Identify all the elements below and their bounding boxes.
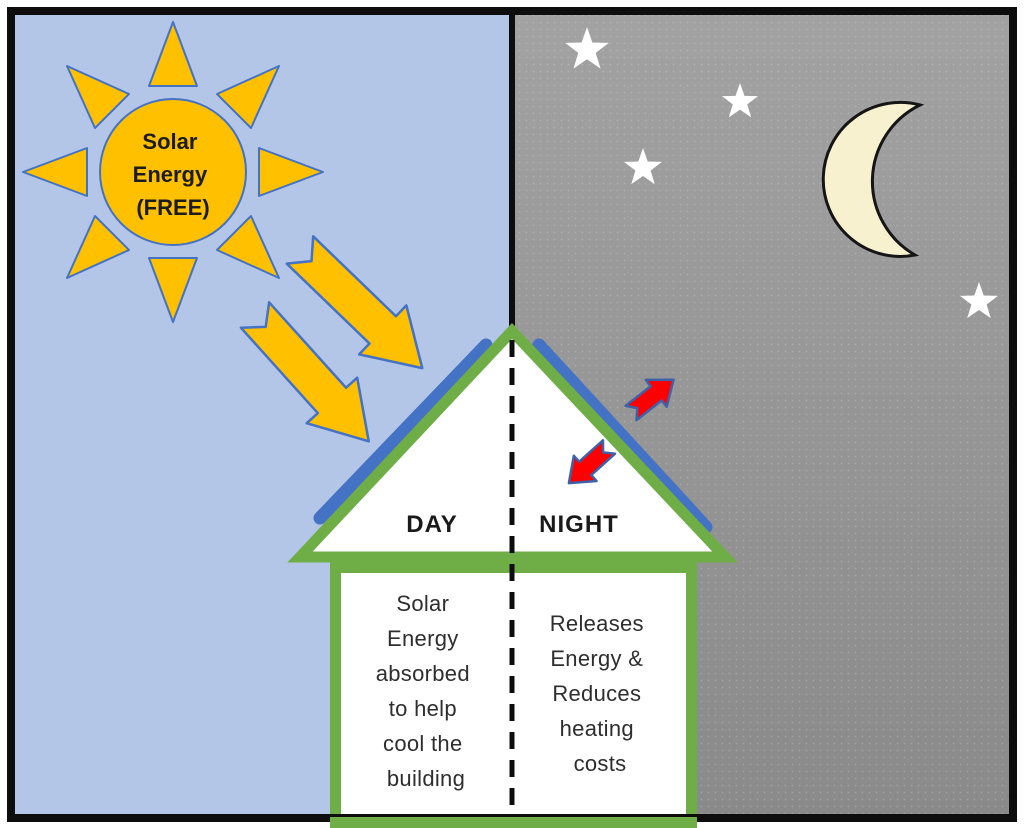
sun-ray [216, 215, 280, 279]
day-description: Solar Energy absorbed to help cool the b… [376, 591, 477, 791]
sun-ray [148, 257, 198, 323]
moon-icon [821, 100, 925, 258]
night-description-line: costs [574, 751, 627, 776]
sun-ray [66, 215, 130, 279]
sun-label-line: Solar [142, 129, 197, 154]
day-description-line: Energy [387, 626, 459, 651]
sun-label-line: (FREE) [136, 195, 209, 220]
day-description-line: to help [389, 696, 457, 721]
sun-ray [258, 147, 324, 197]
solar-energy-arrow [239, 301, 371, 443]
sun-ray [66, 65, 130, 129]
night-label: NIGHT [539, 511, 619, 538]
day-description-line: Solar [396, 591, 449, 616]
sun-label: Solar Energy (FREE) [133, 129, 214, 220]
solar-energy-arrow [285, 235, 424, 370]
sun-ray [148, 21, 198, 87]
sun-label-line: Energy [133, 162, 208, 187]
sun-circle [99, 98, 247, 246]
sun-icon [22, 21, 324, 323]
heat-release-arrow-inner [567, 439, 617, 485]
night-description-line: Reduces [552, 681, 641, 706]
night-description-line: Energy & [550, 646, 643, 671]
sun-ray [216, 65, 280, 129]
sun-ray [22, 147, 88, 197]
house-bottom-edge [330, 817, 697, 828]
day-description-line: building [387, 766, 465, 791]
night-description-line: Releases [550, 611, 644, 636]
heat-release-arrow-outer [624, 378, 675, 422]
day-label: DAY [406, 511, 457, 538]
night-description-line: heating [560, 716, 634, 741]
solar-panel-left [313, 338, 493, 525]
night-description: Releases Energy & Reduces heating costs [550, 611, 651, 776]
day-description-line: cool the [383, 731, 462, 756]
solar-panel-right [532, 338, 713, 534]
day-description-line: absorbed [376, 661, 470, 686]
house-body [330, 562, 697, 828]
house-roof [287, 322, 738, 563]
